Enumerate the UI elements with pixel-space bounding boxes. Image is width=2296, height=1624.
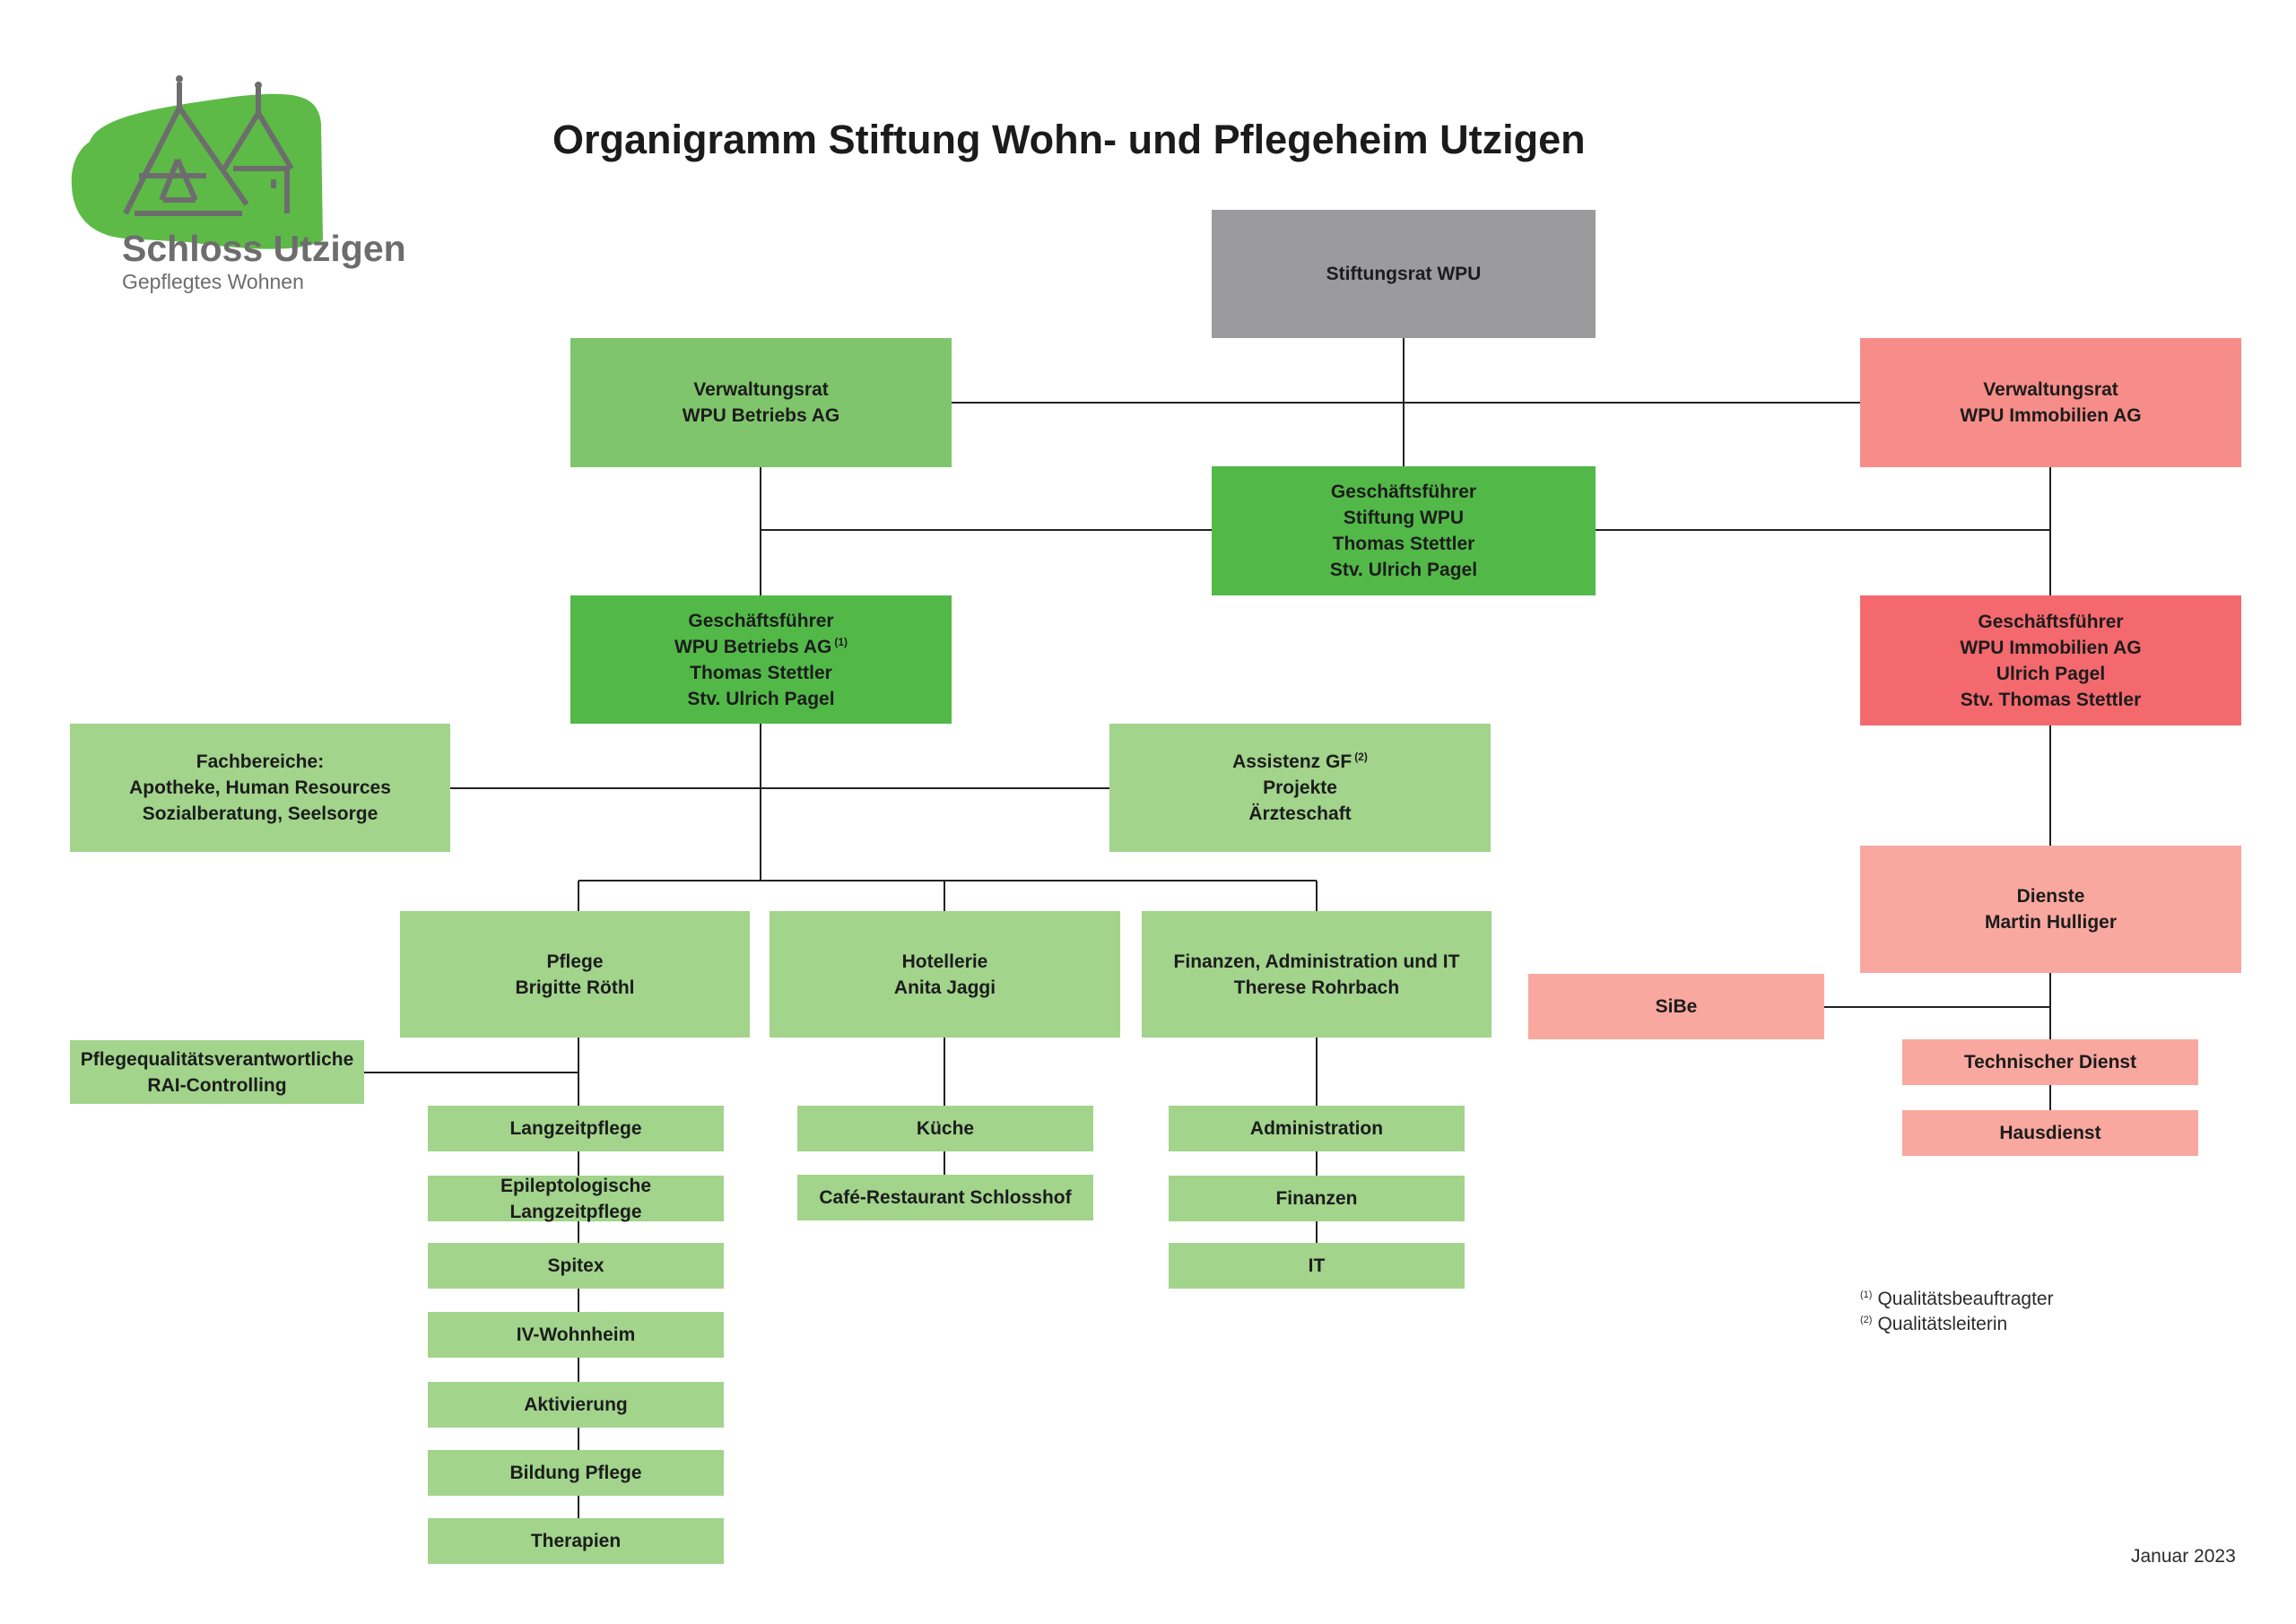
node-label-with-note: WPU Betriebs AG(1) bbox=[674, 634, 848, 660]
node-label: Projekte bbox=[1263, 777, 1337, 798]
node-label: WPU Betriebs AG bbox=[682, 405, 840, 426]
node-sibe: SiBe bbox=[1528, 974, 1824, 1039]
node-label: WPU Betriebs AG bbox=[674, 636, 832, 657]
node-label: Spitex bbox=[547, 1255, 604, 1276]
node-label: SiBe bbox=[1655, 996, 1698, 1017]
node-pflege: Pflege Brigitte Röthl bbox=[400, 911, 750, 1038]
node-label: WPU Immobilien AG bbox=[1960, 405, 2142, 426]
node-langzeitpflege: Langzeitpflege bbox=[428, 1106, 724, 1151]
node-label: Thomas Stettler bbox=[1332, 534, 1475, 554]
footnote-text: Qualitätsleiterin bbox=[1877, 1314, 2008, 1334]
node-administration: Administration bbox=[1169, 1106, 1465, 1151]
node-label: Stv. Thomas Stettler bbox=[1960, 689, 2142, 710]
date-label: Januar 2023 bbox=[2131, 1546, 2236, 1567]
node-fachbereiche: Fachbereiche: Apotheke, Human Resources … bbox=[70, 724, 450, 852]
node-hotellerie: Hotellerie Anita Jaggi bbox=[770, 911, 1120, 1038]
node-label: Verwaltungsrat bbox=[1983, 379, 2118, 400]
node-label: Anita Jaggi bbox=[893, 977, 996, 998]
node-spitex: Spitex bbox=[428, 1243, 724, 1289]
castle-logo-icon bbox=[63, 70, 395, 303]
node-label: Pflege bbox=[546, 951, 604, 972]
node-label: IV-Wohnheim bbox=[516, 1324, 636, 1345]
node-gf-immobilien: Geschäftsführer WPU Immobilien AG Ulrich… bbox=[1860, 595, 2241, 725]
node-bildung-pflege: Bildung Pflege bbox=[428, 1450, 724, 1496]
node-iv-wohnheim: IV-Wohnheim bbox=[428, 1312, 724, 1358]
node-label: Bildung Pflege bbox=[509, 1463, 642, 1483]
node-label: Fachbereiche: bbox=[196, 751, 325, 772]
node-label: Apotheke, Human Resources bbox=[129, 777, 391, 798]
node-label: Verwaltungsrat bbox=[693, 379, 829, 400]
node-label: Stv. Ulrich Pagel bbox=[1329, 560, 1478, 580]
node-label: Ulrich Pagel bbox=[1996, 663, 2106, 684]
node-label: Geschäftsführer bbox=[1978, 611, 2124, 632]
node-label: Sozialberatung, Seelsorge bbox=[142, 803, 378, 824]
node-label: Brigitte Röthl bbox=[515, 977, 635, 998]
node-label: Hotellerie bbox=[901, 951, 988, 972]
footnote-mark: (2) bbox=[1860, 1315, 1873, 1325]
node-label: Finanzen bbox=[1275, 1188, 1358, 1209]
node-label: Dienste bbox=[2016, 886, 2085, 907]
node-cafe-restaurant: Café-Restaurant Schlosshof bbox=[797, 1175, 1093, 1220]
node-label: Geschäftsführer bbox=[1330, 482, 1477, 502]
node-label: Therese Rohrbach bbox=[1233, 977, 1400, 998]
node-label: Stiftungsrat WPU bbox=[1326, 264, 1482, 284]
node-label: Ärzteschaft bbox=[1248, 803, 1352, 824]
footnote-mark: (1) bbox=[834, 635, 848, 648]
node-label: RAI-Controlling bbox=[147, 1074, 287, 1096]
node-label: Café-Restaurant Schlosshof bbox=[819, 1187, 1072, 1208]
node-dienste: Dienste Martin Hulliger bbox=[1860, 846, 2241, 973]
node-pflegequalitaet: Pflegequalitätsverantwortliche RAI-Contr… bbox=[70, 1040, 364, 1104]
node-label: Epileptologische Langzeitpflege bbox=[500, 1175, 652, 1222]
node-gf-betrieb: Geschäftsführer WPU Betriebs AG(1) Thoma… bbox=[570, 595, 952, 724]
page-title: Organigramm Stiftung Wohn- und Pflegehei… bbox=[552, 117, 1586, 162]
node-label-with-note: Assistenz GF(2) bbox=[1232, 749, 1368, 775]
node-label: Assistenz GF bbox=[1232, 751, 1352, 772]
node-stiftungsrat: Stiftungsrat WPU bbox=[1212, 210, 1596, 338]
logo-subtitle: Gepflegtes Wohnen bbox=[122, 270, 304, 293]
node-aktivierung: Aktivierung bbox=[428, 1382, 724, 1428]
node-label: Hausdienst bbox=[1999, 1123, 2101, 1143]
node-label: Stiftung WPU bbox=[1343, 508, 1465, 528]
footnote-mark: (2) bbox=[1354, 751, 1368, 763]
node-finanzen: Finanzen bbox=[1169, 1176, 1465, 1221]
node-label: WPU Immobilien AG bbox=[1960, 637, 2142, 658]
footnote-text: Qualitätsbeauftragter bbox=[1877, 1289, 2054, 1309]
node-label: Therapien bbox=[530, 1531, 622, 1551]
node-epileptologische-langzeitpflege: Epileptologische Langzeitpflege bbox=[428, 1176, 724, 1222]
node-label: Geschäftsführer bbox=[688, 610, 834, 631]
node-label: Martin Hulliger bbox=[1984, 912, 2117, 933]
node-therapien: Therapien bbox=[428, 1518, 724, 1564]
node-label: IT bbox=[1308, 1255, 1326, 1276]
node-label: Stv. Ulrich Pagel bbox=[687, 688, 835, 709]
footnote-2: (2) Qualitätsleiterin bbox=[1860, 1314, 2007, 1335]
node-finanzen-administration-it: Finanzen, Administration und IT Therese … bbox=[1142, 911, 1492, 1038]
node-label: Administration bbox=[1249, 1118, 1384, 1139]
node-label: Finanzen, Administration und IT bbox=[1173, 951, 1460, 972]
node-label: Langzeitpflege bbox=[509, 1118, 642, 1139]
node-kueche: Küche bbox=[797, 1106, 1093, 1151]
footnote-1: (1) Qualitätsbeauftragter bbox=[1860, 1289, 2054, 1310]
node-label: Thomas Stettler bbox=[690, 662, 832, 683]
node-hausdienst: Hausdienst bbox=[1902, 1110, 2198, 1156]
node-label: Küche bbox=[916, 1118, 975, 1139]
node-technischer-dienst: Technischer Dienst bbox=[1902, 1039, 2198, 1085]
node-label: Pflegequalitätsverantwortliche bbox=[80, 1048, 354, 1070]
logo-name: Schloss Utzigen bbox=[122, 228, 406, 269]
node-label: Technischer Dienst bbox=[1963, 1052, 2137, 1073]
node-verwaltungsrat-immobilien: Verwaltungsrat WPU Immobilien AG bbox=[1860, 338, 2241, 467]
node-label: Aktivierung bbox=[524, 1394, 628, 1415]
node-it: IT bbox=[1169, 1243, 1465, 1289]
footnote-mark: (1) bbox=[1860, 1290, 1873, 1300]
node-gf-stiftung: Geschäftsführer Stiftung WPU Thomas Stet… bbox=[1212, 466, 1596, 595]
node-verwaltungsrat-betrieb: Verwaltungsrat WPU Betriebs AG bbox=[570, 338, 952, 467]
node-assistenz: Assistenz GF(2) Projekte Ärzteschaft bbox=[1109, 724, 1491, 852]
